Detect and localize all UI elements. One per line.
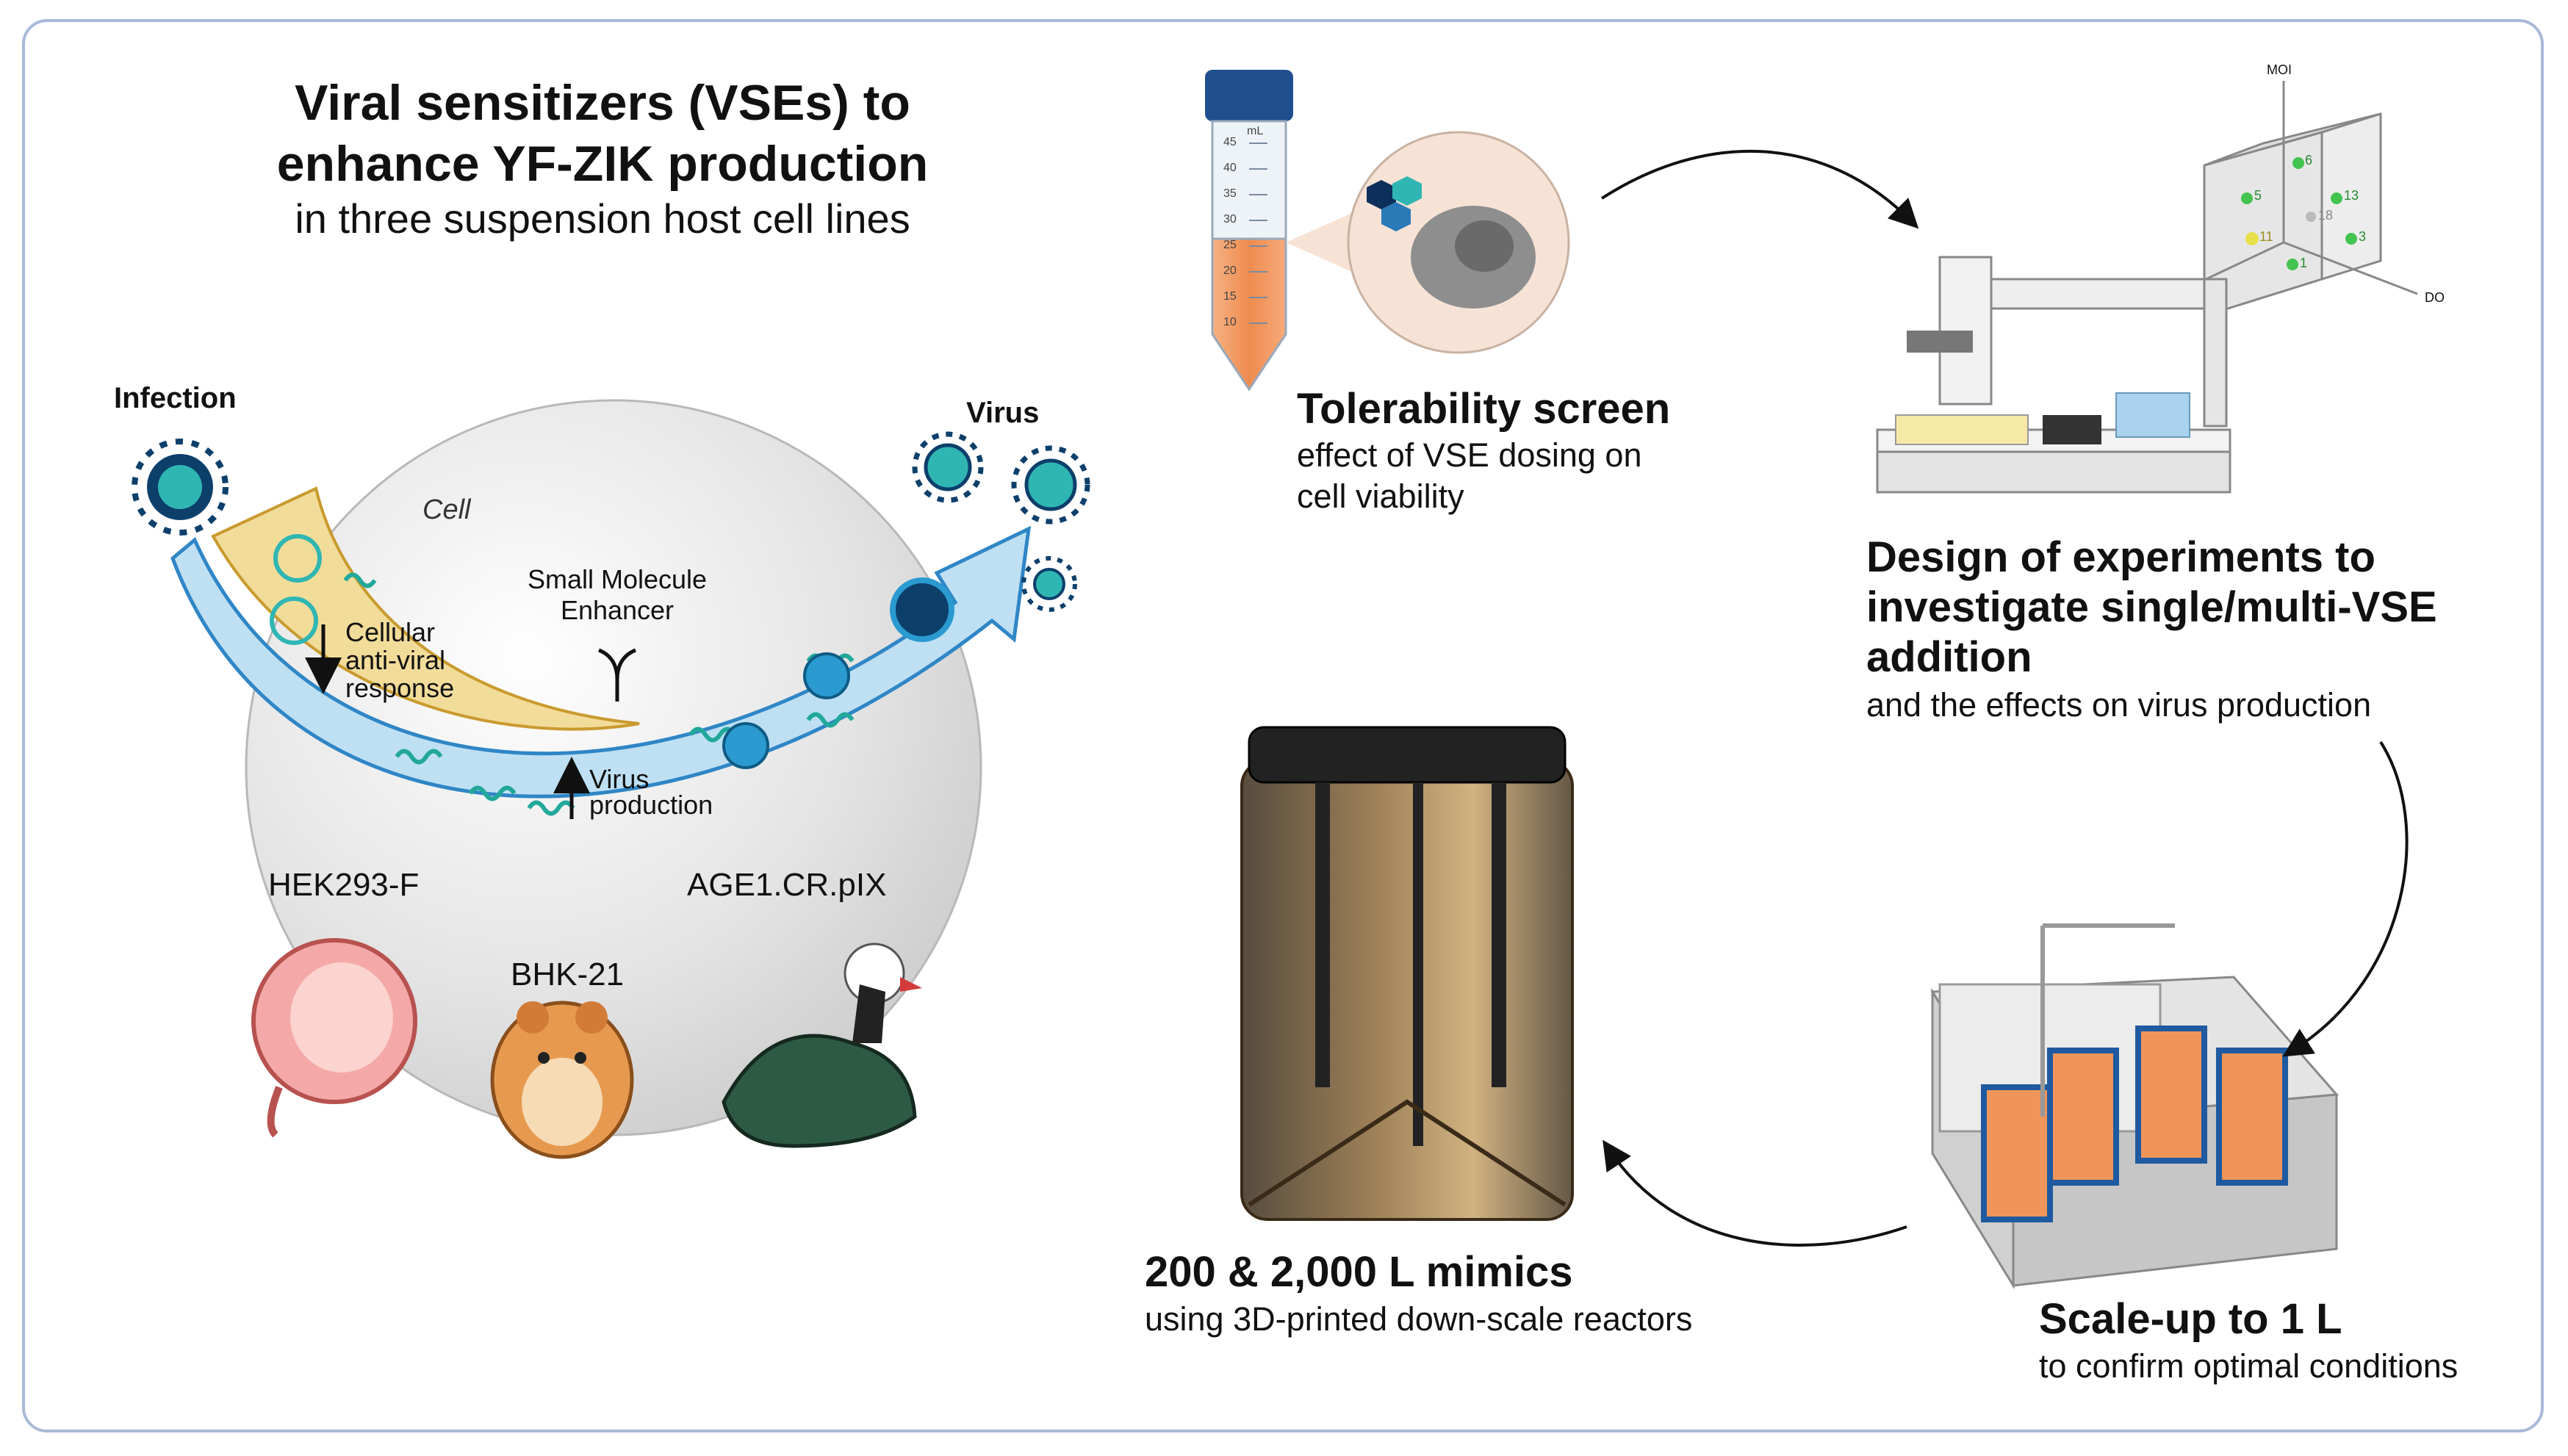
doe-title-line3: addition	[1866, 633, 2032, 681]
doe-title-line2: investigate single/multi-VSE	[1866, 583, 2437, 631]
enhancer-label-line1: Small Molecule	[527, 564, 708, 594]
doe-axis-moi: MOI	[2267, 62, 2292, 77]
virus-production-arrow	[170, 525, 1032, 799]
tube-tick-label: 45	[1223, 136, 1237, 148]
doe-cube-plot	[2174, 81, 2418, 318]
mimics-title: 200 & 2,000 L mimics	[1145, 1248, 1573, 1296]
released-virus-icons	[912, 431, 1090, 612]
doe-title-line1: Design of experiments to	[1866, 533, 2375, 581]
title-line-1: Viral sensitizers (VSEs) to	[295, 75, 910, 131]
antiviral-label-line2: anti-viral	[345, 645, 446, 675]
enhancer-label-line2: Enhancer	[560, 595, 675, 625]
doe-axis-do: DO	[2425, 290, 2445, 305]
virus-particle	[890, 577, 954, 642]
doe-desc: and the effects on virus production	[1866, 686, 2372, 724]
antiviral-label-line3: response	[345, 673, 455, 703]
mimics-desc: using 3D-printed down-scale reactors	[1145, 1300, 1693, 1338]
scaleup-title: Scale-up to 1 L	[2039, 1295, 2342, 1343]
uterus-icon	[251, 938, 417, 1138]
magnified-cell-icon	[1286, 131, 1570, 354]
falcon-tube-icon	[1205, 70, 1293, 392]
tolerability-desc-line1: effect of VSE dosing on	[1297, 436, 1642, 474]
doe-point-label: 18	[2318, 208, 2334, 223]
doe-point-label: 5	[2254, 188, 2262, 203]
cell-line-age1: AGE1.CR.pIX	[687, 867, 887, 903]
antiviral-label-line1: Cellular	[345, 617, 436, 647]
virus-particle	[803, 652, 850, 699]
printed-reactor-icon	[1240, 726, 1574, 1221]
tolerability-title: Tolerability screen	[1297, 385, 1671, 433]
doe-point-label: 11	[2259, 229, 2273, 244]
doe-point-label: 13	[2344, 188, 2359, 203]
cell-label: Cell	[422, 494, 471, 525]
flow-arrow-3	[1603, 1139, 1907, 1247]
tube-tick-label: 30	[1223, 213, 1237, 226]
infection-label: Infection	[114, 382, 237, 414]
tube-tick-label: 25	[1223, 239, 1237, 251]
doe-point-label: 3	[2359, 229, 2367, 244]
tube-tick-label: 35	[1223, 187, 1237, 200]
flow-arrow-1	[1600, 149, 1919, 229]
doe-point-label: 6	[2305, 153, 2313, 167]
liquid-handler-icon	[1876, 256, 2231, 494]
infection-virus-icon	[132, 439, 229, 536]
doe-point-label: 1	[2300, 256, 2308, 270]
tube-tick-label: 40	[1223, 162, 1237, 174]
tolerability-desc-line2: cell viability	[1297, 477, 1464, 515]
subtitle: in three suspension host cell lines	[295, 195, 910, 242]
scaleup-desc: to confirm optimal conditions	[2039, 1347, 2459, 1385]
duck-icon	[722, 943, 922, 1148]
figure-frame	[22, 19, 2544, 1432]
production-label-line1: Virus	[589, 764, 650, 794]
tube-tick-label: 20	[1223, 264, 1237, 277]
vesicle	[273, 534, 322, 583]
production-label-line2: production	[589, 790, 713, 820]
flow-arrow-2	[2282, 740, 2409, 1057]
tube-tick-label: 10	[1223, 316, 1237, 328]
title-line-2: enhance YF-ZIK production	[276, 136, 929, 192]
bioreactor-array-icon	[1930, 923, 2339, 1290]
cell-line-bhk: BHK-21	[511, 956, 625, 992]
tube-unit-label: mL	[1247, 125, 1264, 137]
cell-line-hek: HEK293-F	[268, 867, 420, 903]
tube-tick-label: 15	[1223, 290, 1237, 303]
vesicle	[270, 597, 318, 645]
hamster-icon	[490, 1001, 634, 1159]
virus-particle	[722, 722, 769, 769]
virus-label: Virus	[966, 397, 1040, 429]
